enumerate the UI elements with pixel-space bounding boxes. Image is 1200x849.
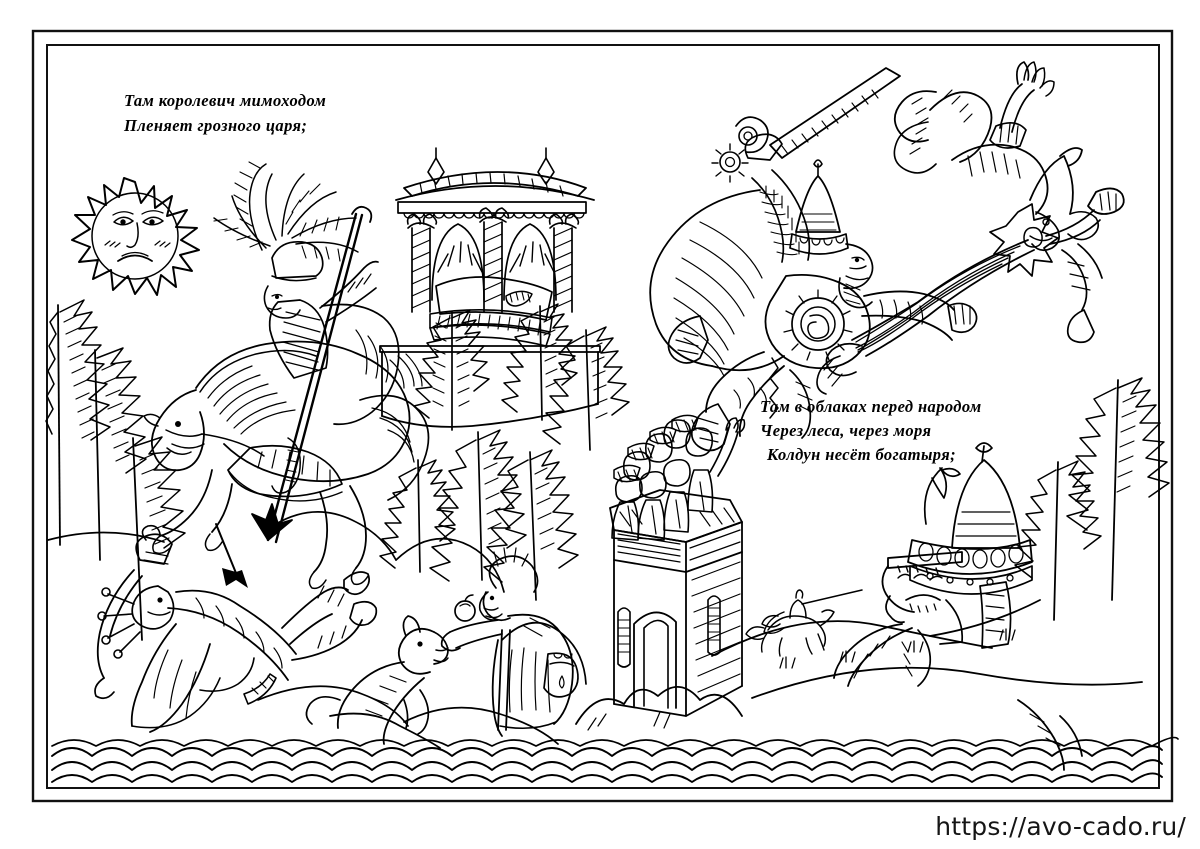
verse-block-1: Там королевич мимоходом Пленяет грозного…	[124, 88, 326, 138]
verse-block-2: Там в облаках перед народом Через леса, …	[760, 395, 982, 467]
fir-trees-center	[379, 303, 630, 601]
verse-1-line-1: Там королевич мимоходом	[124, 91, 327, 110]
illustration-ink	[45, 61, 1179, 783]
pavilion-columns	[406, 207, 580, 313]
watermark-url: https://avo-cado.ru/	[935, 812, 1186, 841]
ground-contours	[47, 511, 587, 745]
frame-inner-border	[46, 44, 1160, 789]
giant-head-in-helmet	[833, 442, 1033, 687]
ruslan-on-horse	[745, 589, 863, 657]
dog	[305, 615, 449, 745]
fir-trees-left	[45, 299, 186, 641]
verse-1-line-2: Пленяет грозного царя;	[124, 116, 308, 135]
sea-waves	[51, 736, 1179, 783]
koldun-carrying-bogatyr	[816, 61, 1125, 395]
verse-2-line-2: Через леса, через моря	[760, 421, 932, 440]
verse-2-line-3: Колдун несёт богатыря;	[767, 445, 957, 464]
fir-trees-right	[1014, 377, 1170, 621]
crowd-of-people	[611, 414, 746, 541]
terem-pavilion-with-bed	[379, 147, 601, 428]
left-shore	[329, 712, 441, 749]
bogatyr-with-sword	[649, 67, 978, 452]
right-shore	[1017, 699, 1083, 771]
stone-tower-with-crowd	[575, 414, 746, 731]
prince-on-horse-with-lance	[143, 161, 430, 590]
frame-outer-border	[31, 29, 1174, 803]
verse-2-line-1: Там в облаках перед народом	[760, 397, 982, 416]
grass-tufts	[779, 628, 1016, 669]
old-woman-with-apple	[440, 547, 579, 737]
captured-tsar	[94, 523, 378, 733]
sun-with-face	[71, 177, 200, 296]
hills-right	[711, 599, 1143, 699]
